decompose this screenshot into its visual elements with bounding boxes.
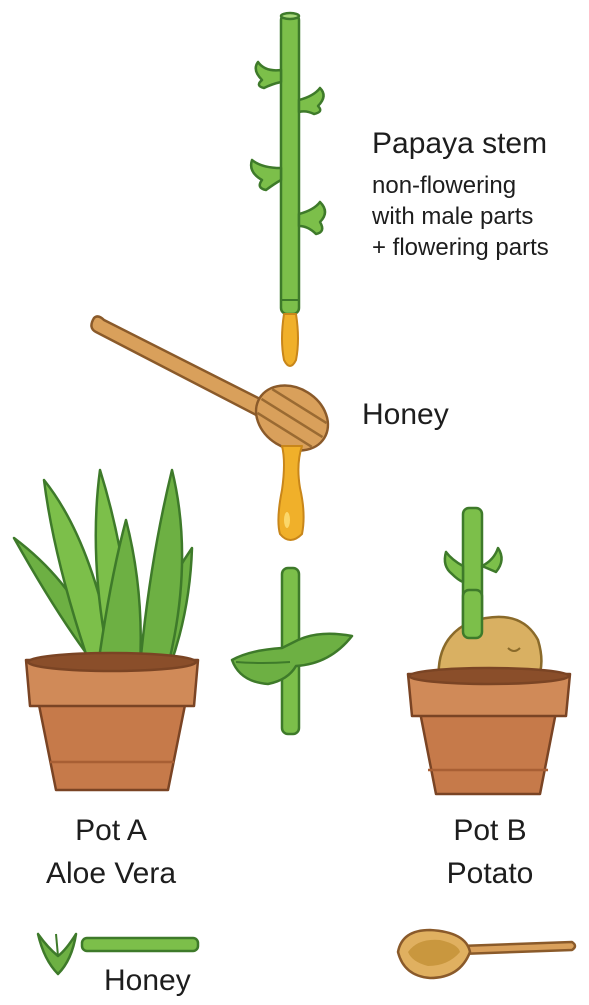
aloe-leaf-icon bbox=[38, 934, 76, 974]
papaya-stem bbox=[251, 13, 325, 366]
pot-a-plant-label: Aloe Vera bbox=[0, 856, 222, 892]
honey-dipper bbox=[91, 316, 340, 540]
pot-b-plant-label: Potato bbox=[380, 856, 589, 892]
green-stick bbox=[82, 938, 198, 951]
papaya-stem-desc-line-2: with male parts bbox=[372, 203, 533, 232]
pot-b bbox=[408, 668, 570, 794]
bottom-honey-label: Honey bbox=[104, 963, 191, 999]
pot-a-label: Pot A bbox=[0, 813, 222, 849]
papaya-stem-desc-line-3: + flowering parts bbox=[372, 234, 549, 263]
honey-label: Honey bbox=[362, 397, 449, 433]
pot-a bbox=[26, 653, 198, 790]
stem-cutting bbox=[232, 568, 352, 734]
spoon-icon bbox=[398, 930, 575, 978]
papaya-stem-title: Papaya stem bbox=[372, 126, 547, 162]
papaya-stem-desc-line-1: non-flowering bbox=[372, 172, 516, 201]
pot-a-aloe-vera bbox=[14, 470, 192, 666]
pot-b-label: Pot B bbox=[380, 813, 589, 849]
